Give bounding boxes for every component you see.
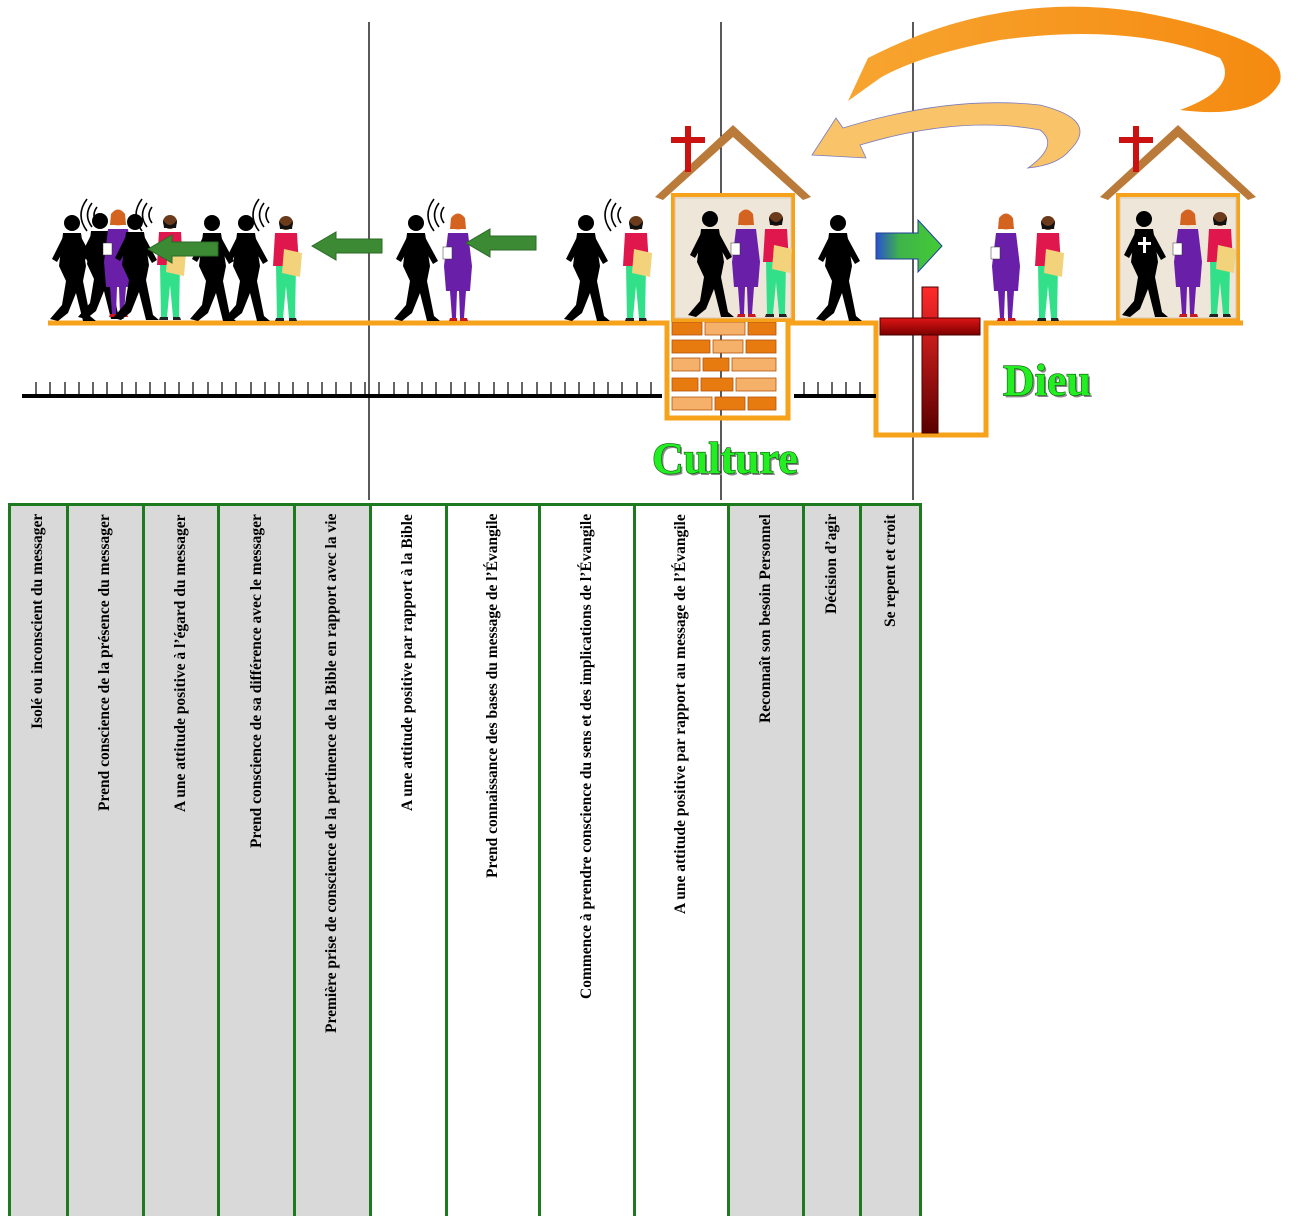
stage-column-12: Se repent et croit bbox=[862, 506, 922, 1216]
sound-waves-icon bbox=[604, 198, 622, 232]
figures-stage-3 bbox=[564, 215, 652, 321]
culture-label-shadow: Culture bbox=[654, 436, 800, 485]
stage-label: Prend conscience de sa différence avec l… bbox=[247, 514, 265, 848]
stage-label: A une attitude positive par rapport à la… bbox=[399, 514, 417, 811]
church-house-1 bbox=[653, 123, 813, 322]
stage-column-11: Décision d’agir bbox=[805, 506, 863, 1216]
stage-label: Prend conscience de la présence du messa… bbox=[96, 514, 114, 811]
stage-label: A une attitude positive à l’égard du mes… bbox=[171, 514, 189, 812]
stage-column-4: Prend conscience de sa différence avec l… bbox=[220, 506, 297, 1216]
stages-table: Isolé ou inconscient du messager Prend co… bbox=[8, 503, 922, 1216]
church-house-2 bbox=[1098, 123, 1258, 322]
stage-column-2: Prend conscience de la présence du messa… bbox=[68, 506, 145, 1216]
progression-scene: Dieu Dieu Culture Culture bbox=[22, 6, 1281, 500]
stage-column-8: Commence à prendre conscience du sens et… bbox=[541, 506, 636, 1216]
right-arrow-icon bbox=[875, 218, 943, 274]
stage-label: Se repent et croit bbox=[881, 514, 899, 627]
stage-column-1: Isolé ou inconscient du messager bbox=[11, 506, 69, 1216]
scale-ruler bbox=[22, 382, 876, 398]
stage-column-7: Prend connaissance des bases du message … bbox=[447, 506, 542, 1216]
big-cross bbox=[879, 286, 981, 434]
stage-label: Décision d’agir bbox=[823, 513, 841, 614]
stage-label: A une attitude positive par rapport au m… bbox=[672, 514, 690, 914]
stage-column-10: Reconnaît son besoin Personnel bbox=[729, 506, 806, 1216]
figure-stage-walker bbox=[816, 215, 862, 321]
figures-after-cross bbox=[990, 213, 1064, 322]
stage-label: Reconnaît son besoin Personnel bbox=[757, 514, 774, 723]
small-return-arrow bbox=[811, 102, 1081, 169]
stage-label: Première prise de conscience de la perti… bbox=[323, 513, 341, 1033]
stage-column-3: A une attitude positive à l’égard du mes… bbox=[144, 506, 221, 1216]
ground-path bbox=[48, 320, 1243, 438]
stage-label: Isolé ou inconscient du messager bbox=[29, 513, 47, 729]
stage-label: Commence à prendre conscience du sens et… bbox=[578, 513, 596, 999]
stage-column-5: Première prise de conscience de la perti… bbox=[296, 506, 372, 1216]
dieu-label: Dieu bbox=[1003, 356, 1091, 405]
church-cross-2-icon bbox=[1119, 126, 1153, 172]
dieu-label-shadow: Dieu bbox=[1005, 358, 1093, 407]
sound-waves-icon bbox=[252, 198, 270, 232]
left-arrow-icon bbox=[465, 228, 537, 258]
stage-column-6: A une attitude positive par rapport à la… bbox=[371, 506, 448, 1216]
stage-column-9: A une attitude positive par rapport au m… bbox=[635, 506, 730, 1216]
culture-label: Culture bbox=[652, 434, 798, 483]
left-arrow-icon bbox=[311, 231, 383, 261]
big-return-arrow bbox=[848, 6, 1281, 113]
sound-waves-icon bbox=[427, 198, 445, 232]
culture-brick-wall bbox=[671, 321, 777, 411]
white-cross-icon bbox=[1138, 237, 1151, 253]
stage-label: Prend connaissance des bases du message … bbox=[483, 513, 501, 878]
